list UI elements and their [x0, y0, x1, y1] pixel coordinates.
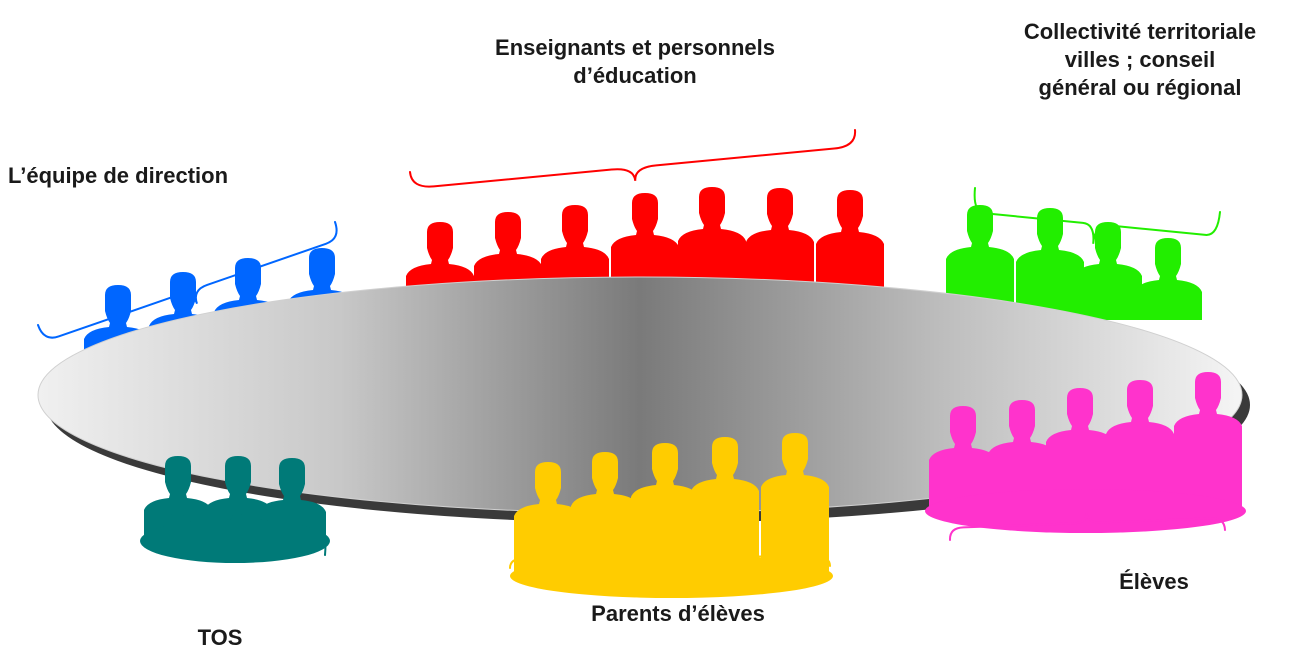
- people-group-tos: [140, 456, 330, 563]
- person-parents-4: [691, 437, 759, 580]
- person-parents-1: [514, 462, 582, 580]
- label-collectivite-line-3: général ou régional: [1038, 75, 1242, 100]
- people-group-enseignants: [406, 187, 884, 300]
- brace-enseignants: [409, 129, 857, 188]
- person-enseignants-6: [746, 188, 814, 300]
- person-eleves-1: [929, 406, 997, 515]
- person-parents-2: [571, 452, 639, 580]
- person-enseignants-4: [611, 193, 679, 300]
- seat-base-tos: [140, 519, 330, 563]
- label-tos: TOS: [180, 624, 260, 652]
- person-collectivite-1: [946, 205, 1014, 320]
- brace-collectivite: [973, 187, 1221, 244]
- person-enseignants-7: [816, 190, 884, 300]
- label-collectivite-line-1: Collectivité territoriale: [1023, 19, 1257, 44]
- label-parents: Parents d’élèves: [548, 600, 808, 628]
- label-eleves-line-1: Élèves: [1119, 569, 1189, 594]
- people-group-eleves: [925, 372, 1246, 533]
- person-parents-5: [761, 433, 829, 580]
- people-group-collectivite: [946, 205, 1202, 320]
- label-eleves: Élèves: [1104, 568, 1204, 596]
- front-row-layer: [140, 372, 1246, 598]
- people-group-parents: [510, 433, 833, 598]
- label-collectivite: Collectivité territoriale villes ; conse…: [990, 18, 1290, 102]
- label-direction-line-1: L’équipe de direction: [8, 163, 229, 188]
- label-enseignants-line-1: Enseignants et personnels: [495, 35, 775, 60]
- person-collectivite-4: [1134, 238, 1202, 320]
- person-collectivite-2: [1016, 208, 1084, 320]
- label-enseignants-line-2: d’éducation: [573, 63, 697, 88]
- person-eleves-4: [1106, 380, 1174, 515]
- brace-eleves: [948, 512, 1226, 541]
- person-enseignants-5: [678, 187, 746, 300]
- label-tos-line-1: TOS: [197, 625, 243, 650]
- person-enseignants-2: [474, 212, 542, 300]
- label-enseignants: Enseignants et personnels d’éducation: [440, 34, 830, 90]
- label-direction: L’équipe de direction: [8, 162, 228, 190]
- label-collectivite-line-2: villes ; conseil: [1064, 47, 1216, 72]
- person-eleves-2: [988, 400, 1056, 515]
- label-parents-line-1: Parents d’élèves: [591, 601, 765, 626]
- seat-base-eleves: [925, 489, 1246, 533]
- seat-base-parents: [510, 554, 833, 598]
- person-enseignants-3: [541, 205, 609, 300]
- person-parents-3: [631, 443, 699, 580]
- person-collectivite-3: [1074, 222, 1142, 320]
- person-eleves-5: [1174, 372, 1242, 515]
- brace-direction: [37, 221, 338, 339]
- person-enseignants-1: [406, 222, 474, 300]
- brace-tos: [144, 495, 327, 556]
- person-eleves-3: [1046, 388, 1114, 515]
